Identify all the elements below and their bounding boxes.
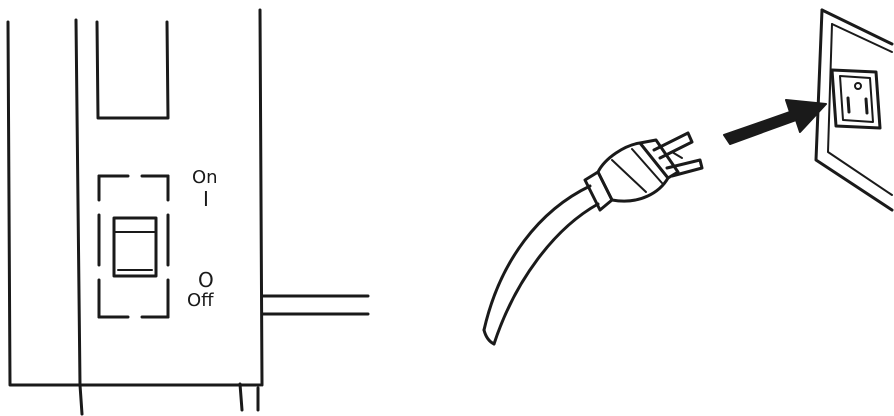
cord-end [482, 328, 496, 346]
plug-face [638, 138, 680, 180]
outlet-ground-hole [854, 82, 862, 90]
insert-arrow [723, 99, 827, 145]
outlet-plate-inner-bottom [827, 23, 893, 196]
cabinet-outline-left [6, 20, 262, 387]
arrow-icon [723, 99, 827, 145]
cord-line-inner [492, 202, 600, 346]
on-label: On [192, 167, 218, 188]
on-symbol: I [203, 187, 209, 211]
outlet-receptacle-inner [839, 75, 874, 123]
plug-prong-bottom [665, 158, 704, 178]
outlet-plate-inner-top [831, 23, 893, 53]
off-label: Off [187, 290, 214, 311]
power-plug [583, 131, 704, 212]
plug-body [596, 141, 670, 203]
outlet-plate-left-bottom [814, 8, 894, 212]
cabinet-foot-right [238, 382, 244, 412]
plug-body-ridge-2 [631, 148, 663, 184]
wall-outlet [814, 8, 894, 212]
cord-line-outer [482, 184, 592, 332]
plug-ground-pin [671, 151, 683, 159]
outlet-slot-right [864, 97, 869, 115]
cabinet-panel-edge [74, 18, 84, 416]
cabinet-panel-right-edge [258, 8, 264, 387]
switch-labels: On I O Off [187, 167, 218, 311]
power-cord [482, 184, 600, 346]
plug-body-ridge [611, 159, 647, 193]
off-symbol: O [198, 268, 214, 292]
outlet-receptacle [830, 68, 882, 130]
switch-rocker[interactable] [112, 216, 158, 278]
outlet-slot-left [846, 96, 851, 114]
cabinet-top-opening [95, 20, 170, 120]
outlet-plate-top [820, 8, 894, 46]
machine-cabinet [6, 8, 370, 416]
power-switch[interactable] [112, 216, 158, 278]
switch-housing [97, 174, 170, 319]
plug-prong-top [652, 131, 694, 160]
